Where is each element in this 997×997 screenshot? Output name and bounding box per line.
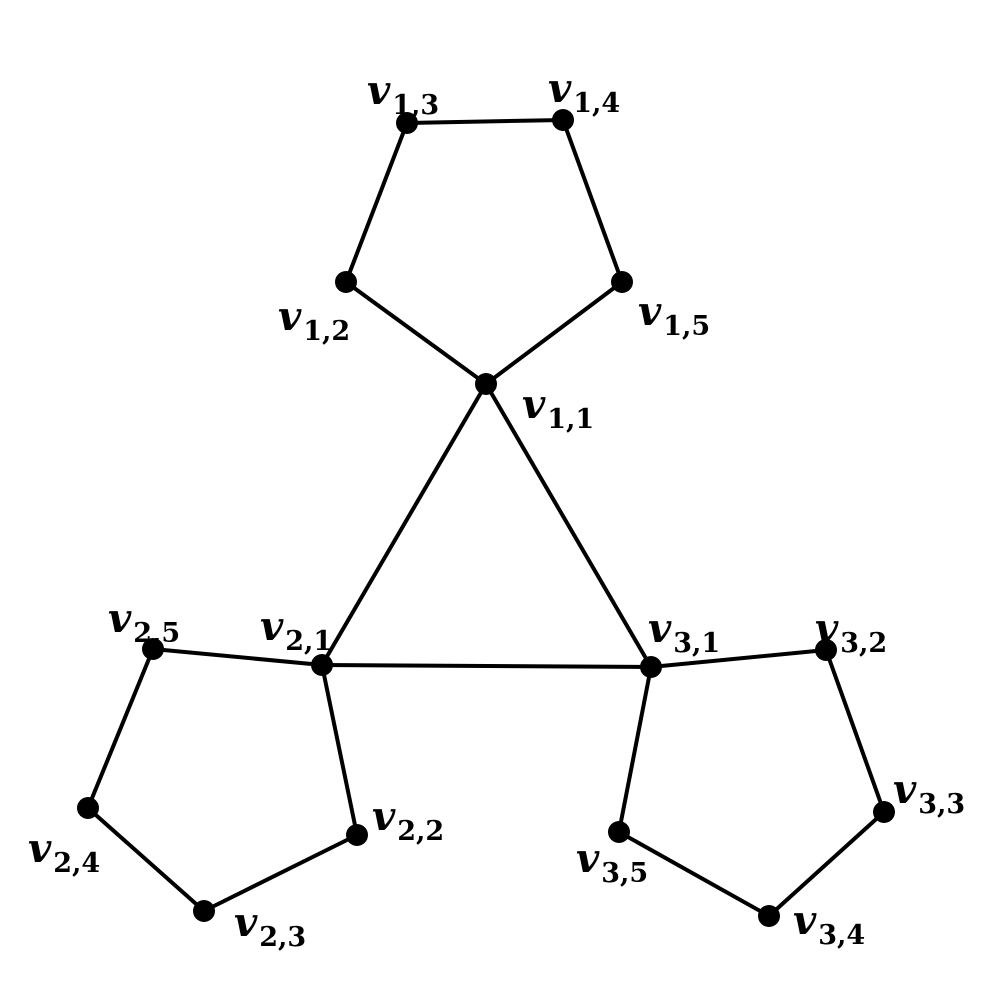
vertex-v24	[77, 797, 99, 819]
edge-v35-v31	[617, 665, 653, 834]
vertex-label-v11: v1,1	[522, 381, 594, 435]
edge-v24-v25	[86, 647, 155, 810]
vertex-label-v32: v3,2	[815, 605, 887, 659]
edge-v21-v22	[320, 663, 359, 837]
edge-v31-v32	[649, 648, 828, 669]
vertex-v15	[611, 271, 633, 293]
labels-layer: v1,1 v1,2 v1,3 v1,4 v1,5 v2,1 v2,2 v2,3 v2,4 v2,5…	[28, 65, 965, 953]
vertex-v11	[475, 373, 497, 395]
vertex-v21	[311, 654, 333, 676]
vertex-label-v12: v1,2	[278, 293, 350, 347]
vertex-v31	[640, 656, 662, 678]
vertex-label-v24: v2,4	[28, 825, 100, 879]
vertex-label-v34: v3,4	[793, 897, 865, 951]
edge-v14-v15	[561, 118, 624, 284]
vertex-v25	[142, 638, 164, 660]
vertex-v23	[193, 900, 215, 922]
vertex-label-v15: v1,5	[638, 288, 710, 342]
edge-v12-v13	[344, 121, 409, 284]
edge-v33-v34	[767, 810, 886, 918]
vertex-v13	[396, 112, 418, 134]
edge-v11-v12	[344, 280, 488, 386]
vertex-label-v14: v1,4	[548, 65, 620, 119]
vertex-label-v25: v2,5	[108, 595, 180, 649]
edge-v13-v14	[405, 118, 565, 125]
vertex-label-v13: v1,3	[367, 67, 439, 121]
vertex-label-v31: v3,1	[648, 605, 720, 659]
vertex-v22	[346, 824, 368, 846]
edge-v22-v23	[202, 833, 359, 913]
vertex-label-v35: v3,5	[576, 835, 648, 889]
vertex-v33	[873, 801, 895, 823]
vertex-v32	[815, 639, 837, 661]
vertices-layer	[77, 109, 895, 927]
edge-v32-v33	[824, 648, 886, 814]
edge-v23-v24	[86, 806, 206, 913]
edge-v21-v31	[320, 663, 653, 669]
vertex-v14	[552, 109, 574, 131]
vertex-v35	[608, 821, 630, 843]
vertex-label-v21: v2,1	[260, 603, 332, 657]
edge-v34-v35	[617, 830, 771, 918]
edge-v15-v11	[484, 280, 624, 386]
vertex-label-v33: v3,3	[893, 766, 965, 820]
edge-v11-v21	[320, 382, 488, 667]
edge-v31-v11	[484, 382, 653, 669]
edge-v25-v21	[151, 647, 324, 667]
vertex-v12	[335, 271, 357, 293]
vertex-v34	[758, 905, 780, 927]
edges-layer	[86, 118, 886, 918]
vertex-label-v22: v2,2	[372, 793, 444, 847]
vertex-label-v23: v2,3	[234, 899, 306, 953]
